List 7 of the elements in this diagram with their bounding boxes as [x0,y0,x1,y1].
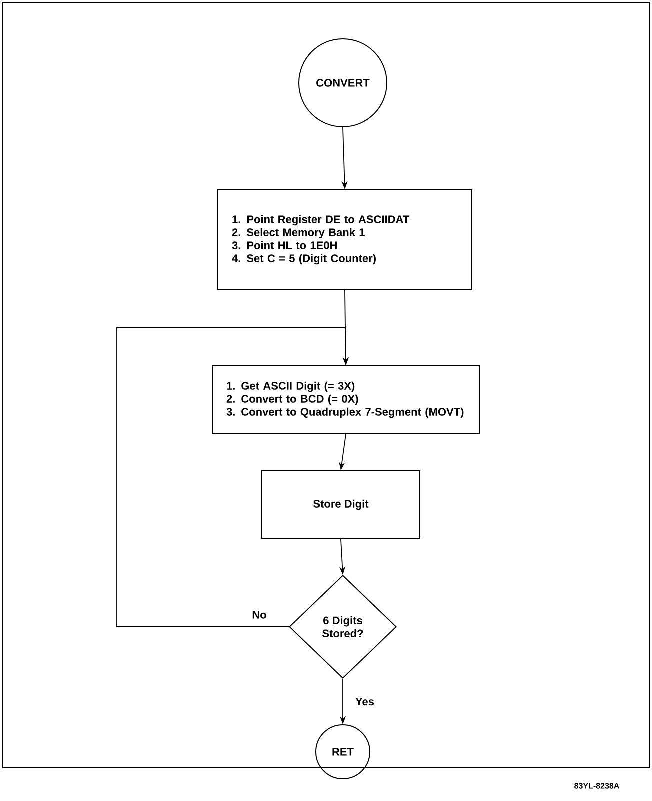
arrow [116,328,350,628]
edge-label: Yes [354,696,376,707]
figure-code: 83YL-8238A [574,783,620,789]
process-box: 1. Get ASCII Digit (= 3X) 2. Convert to BCD (= 0X) 3. Convert to Quadruplex 7-Segment (MOVT) [212,366,480,434]
process-box: 1. Point Register DE to ASCIIDAT 2. Select Memory Bank 1 3. Point HL to 1E0H 4. Set C = 5 (Digit Counter) [218,190,472,290]
edge-label: No [251,610,268,620]
process-box: Store Digit [262,470,420,540]
